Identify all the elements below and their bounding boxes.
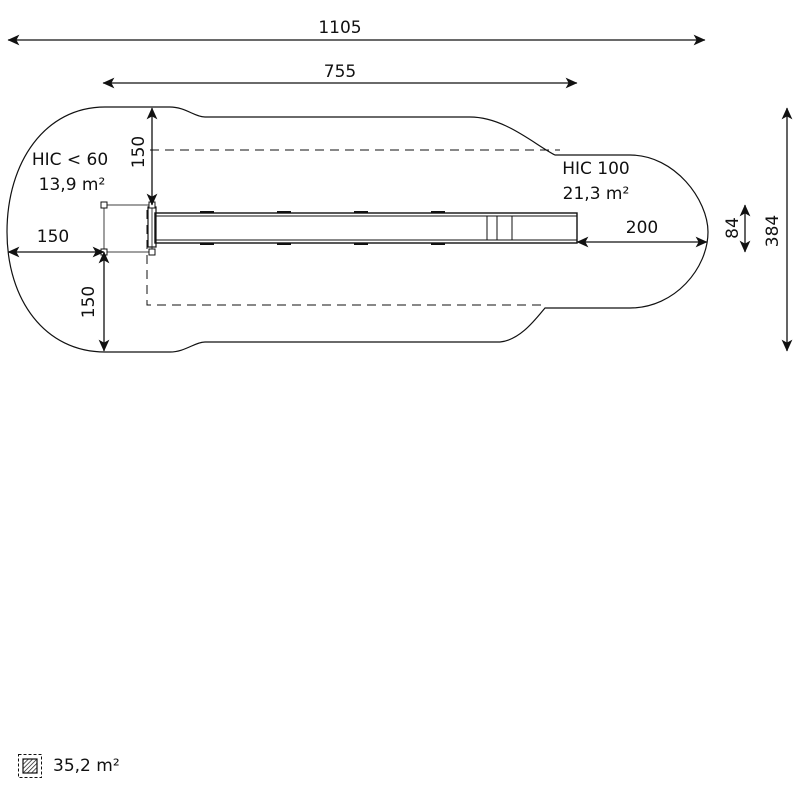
dim-label-inner-length: 755	[324, 62, 356, 82]
legend: 35,2 m²	[17, 753, 120, 779]
dim-label-equipment-width: 84	[723, 217, 743, 239]
impact-zone-dashed-boundary	[146, 149, 560, 306]
dim-label-left-zone: 150	[37, 227, 69, 247]
zone-left-area: 13,9 m²	[39, 175, 106, 195]
zone-left-hic-label: HIC < 60	[32, 150, 108, 170]
equipment-beam	[147, 206, 578, 248]
legend-total-area: 35,2 m²	[53, 756, 120, 776]
dim-label-top-zone: 150	[129, 136, 149, 168]
zone-right-hic-label: HIC 100	[562, 159, 630, 179]
dim-label-overall-length: 1105	[318, 18, 361, 38]
reference-box-corner	[100, 201, 108, 209]
dim-label-right-zone: 200	[626, 218, 658, 238]
dim-label-overall-width: 384	[763, 215, 783, 247]
reference-box-outline	[103, 204, 153, 253]
safety-zone-outline	[6, 106, 709, 353]
zone-right-area: 21,3 m²	[563, 184, 630, 204]
hatched-area-icon	[18, 754, 42, 778]
beam-body	[154, 212, 578, 244]
reference-box-corner	[148, 248, 156, 256]
dim-label-bottom-zone: 150	[79, 286, 99, 318]
